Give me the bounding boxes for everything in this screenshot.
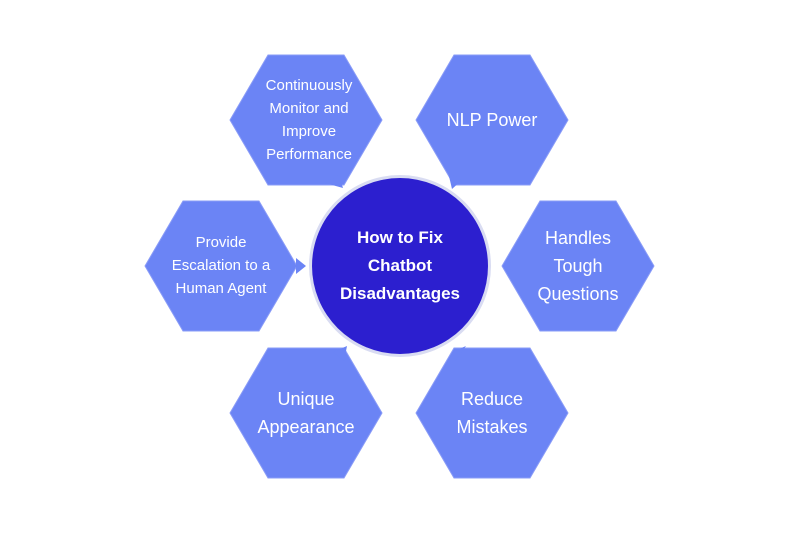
label-monitor: Continuously Monitor and Improve Perform… [265,77,353,163]
hexagon-monitor [229,54,383,186]
hexagon-mistakes [415,347,569,479]
arrow-nlp [448,172,462,189]
hexagon-appearance [229,347,383,479]
arrow-monitor [325,175,343,188]
label-nlp: NLP Power [446,110,538,130]
arrow-appearance [333,346,347,361]
center-circle [312,178,488,354]
arrow-escalation [296,258,306,274]
label-tough: Handles Tough Questions [537,228,619,304]
hexagon-tough [501,200,655,332]
label-mistakes: Reduce Mistakes [456,389,528,437]
arrow-tough [506,258,518,274]
center-title: How to Fix Chatbot Disadvantages [340,228,460,303]
arrow-mistakes [452,346,466,361]
label-appearance: Unique Appearance [257,389,355,437]
label-escalation: Provide Escalation to a Human Agent [171,233,271,297]
